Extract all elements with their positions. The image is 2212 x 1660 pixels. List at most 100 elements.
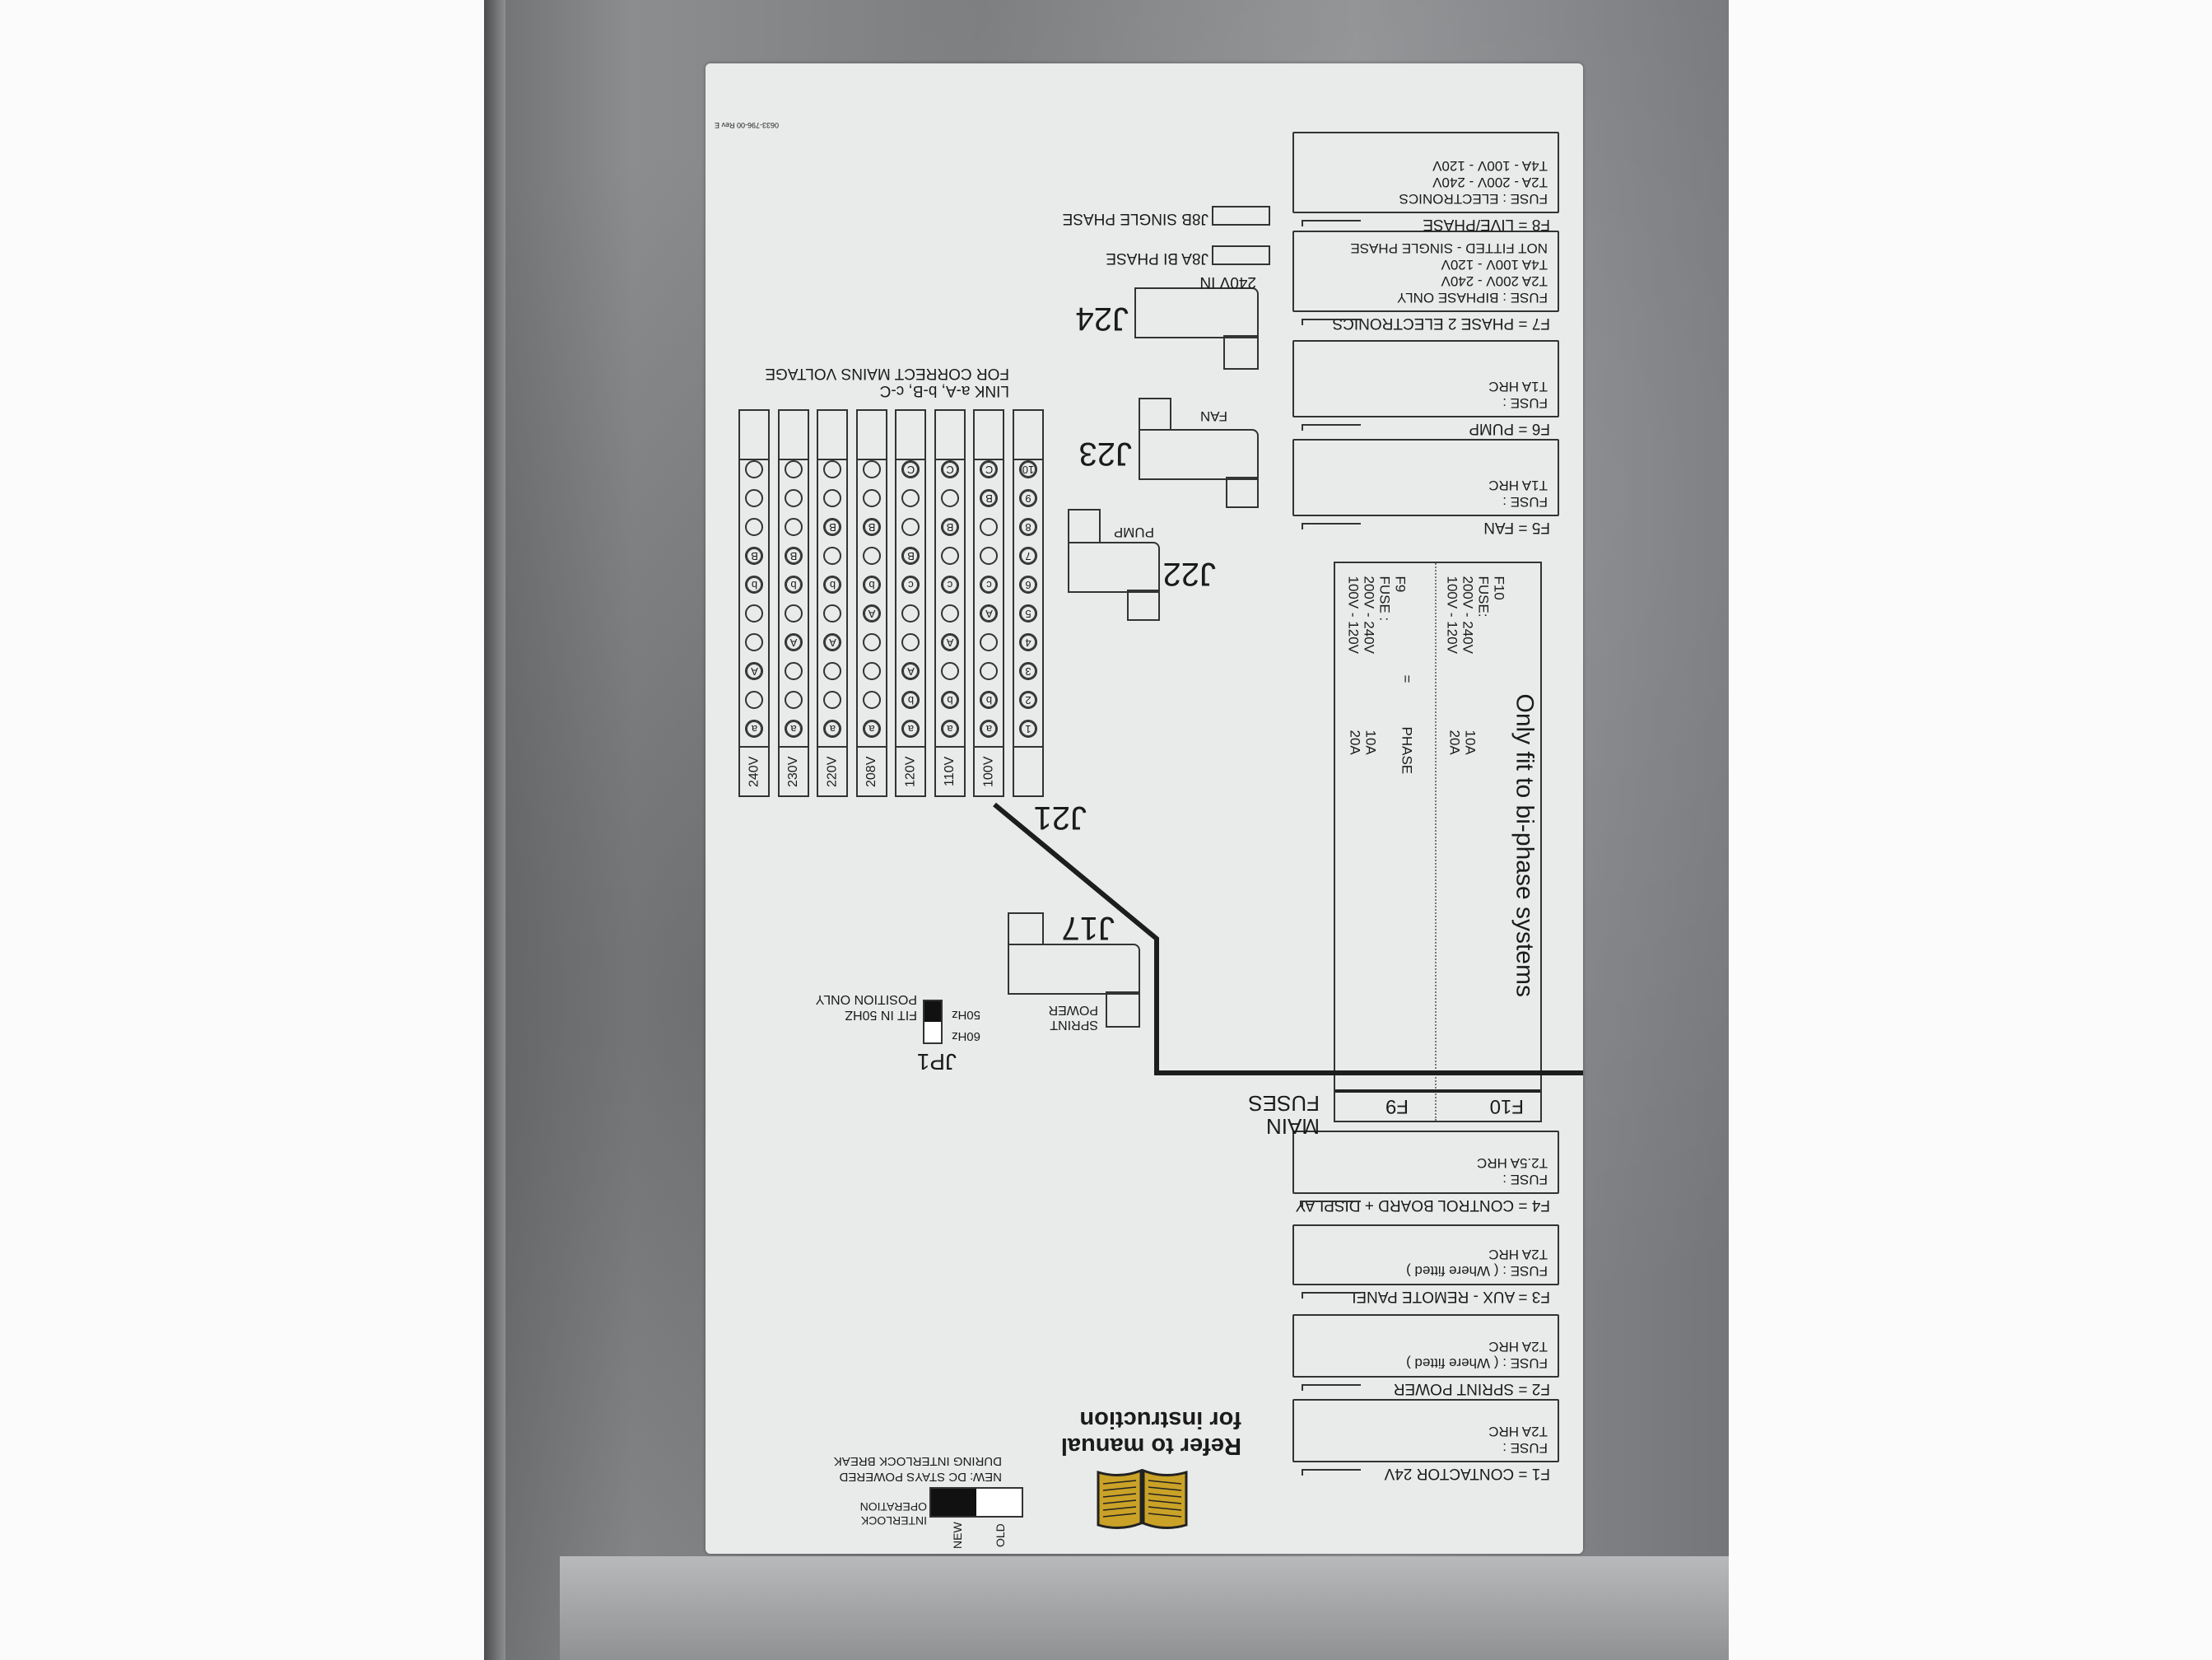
pin-empty	[901, 518, 920, 536]
j17-note: SPRINT POWER	[1049, 1002, 1098, 1032]
jp1-50hz-slot-filled	[924, 1001, 941, 1022]
pin-empty	[980, 547, 999, 565]
pin-4: 4	[1019, 633, 1037, 651]
pin-empty	[901, 604, 920, 622]
voltage-strip-label: 110V	[936, 746, 964, 795]
voltage-strip-label: 208V	[858, 746, 886, 795]
pin-empty	[980, 662, 999, 680]
j23-connector	[1139, 429, 1259, 480]
j17-connector	[1008, 944, 1140, 995]
link-note-line: FOR CORRECT MAINS VOLTAGE	[765, 365, 1009, 382]
pin-empty	[941, 547, 959, 565]
pin-empty	[745, 633, 764, 651]
panel-edge	[484, 0, 505, 1660]
pin-empty	[785, 691, 803, 709]
pin-b: b	[745, 576, 764, 594]
interlock-note: NEW: DC STAYS POWERED DURING INTERLOCK B…	[834, 1453, 1002, 1485]
pin-A: A	[863, 604, 881, 622]
pin-empty	[863, 691, 881, 709]
pin-B: B	[941, 518, 959, 536]
j22-latch	[1127, 590, 1160, 621]
j8a-label: J8A BI PHASE	[1106, 249, 1208, 267]
j23-tab	[1139, 398, 1171, 431]
pin-B: B	[823, 518, 842, 536]
pin-a: a	[745, 720, 764, 738]
pin-empty	[745, 518, 764, 536]
j17-tab	[1008, 912, 1044, 945]
pin-b: b	[863, 576, 881, 594]
pin-10: 10	[1019, 460, 1037, 478]
pin-empty	[863, 662, 881, 680]
pin-a: a	[823, 720, 842, 738]
interlock-title-line: OPERATION	[859, 1500, 927, 1513]
j17-note-line: POWER	[1048, 1003, 1098, 1017]
interlock-switch	[929, 1487, 1023, 1518]
pin-A: A	[901, 662, 920, 680]
pin-empty	[785, 604, 803, 622]
pin-empty	[863, 547, 881, 565]
pin-empty	[785, 460, 803, 478]
interlock-old-slot	[976, 1489, 1022, 1516]
jp1-50hz-label: 50Hz	[951, 1008, 980, 1022]
pin-a: a	[941, 720, 959, 738]
link-note: LINK a-A, b-B, c-C FOR CORRECT MAINS VOL…	[765, 365, 1009, 399]
j22-connector	[1068, 542, 1160, 593]
pin-A: A	[745, 662, 764, 680]
interlock-title: INTERLOCK OPERATION	[860, 1499, 927, 1527]
pin-empty	[863, 633, 881, 651]
interlock-new-slot-filled	[931, 1489, 976, 1516]
pin-empty	[745, 604, 764, 622]
j21-label: J21	[1033, 800, 1087, 836]
j17-latch	[1106, 991, 1140, 1028]
pin-a: a	[785, 720, 803, 738]
jp1-60hz-label: 60Hz	[951, 1029, 980, 1043]
pin-b: b	[823, 576, 842, 594]
voltage-strip-tab	[975, 411, 1004, 460]
j23-latch	[1226, 477, 1259, 508]
j24-note: 240V IN	[1199, 273, 1256, 291]
interlock-new-label: NEW	[951, 1522, 964, 1549]
pin-empty	[901, 633, 920, 651]
j22-label: J22	[1162, 556, 1217, 592]
pin-empty	[785, 489, 803, 507]
pin-empty	[901, 489, 920, 507]
jp1-60hz-slot	[924, 1022, 941, 1042]
pin-C: C	[941, 460, 959, 478]
pin-empty	[745, 691, 764, 709]
pin-empty	[980, 633, 999, 651]
link-note-line: LINK a-A, b-B, c-C	[879, 382, 1009, 399]
j22-tab	[1068, 509, 1101, 543]
manual-note: Refer to manual for instruction	[1061, 1406, 1241, 1459]
pin-empty	[823, 489, 842, 507]
interlock-note-line: DURING INTERLOCK BREAK	[833, 1454, 1002, 1468]
voltage-strip-label: 100V	[975, 746, 1004, 795]
pin-1: 1	[1019, 720, 1037, 738]
jp1-label: JP1	[916, 1049, 957, 1075]
panel-bottom-edge	[560, 1556, 1729, 1660]
pin-B: B	[745, 547, 764, 565]
voltage-strip-tab	[896, 411, 925, 460]
pin-B: B	[980, 489, 999, 507]
pin-empty	[823, 662, 842, 680]
pin-empty	[785, 518, 803, 536]
j24-connector	[1134, 287, 1259, 338]
j24-label: J24	[1075, 301, 1129, 337]
interlock-old-label: OLD	[994, 1523, 1007, 1547]
pin-A: A	[941, 633, 959, 651]
pin-b: b	[901, 691, 920, 709]
pin-c: c	[980, 576, 999, 594]
jp1-note: FIT IN 50HZ POSITION ONLY	[816, 991, 917, 1023]
pin-B: B	[863, 518, 881, 536]
interlock-note-line: NEW: DC STAYS POWERED	[839, 1470, 1002, 1484]
pin-C: C	[980, 460, 999, 478]
open-book-icon	[1097, 1468, 1188, 1529]
voltage-strip-tab	[1014, 411, 1042, 460]
jp1-note-line: POSITION ONLY	[815, 992, 917, 1006]
pin-empty	[941, 662, 959, 680]
